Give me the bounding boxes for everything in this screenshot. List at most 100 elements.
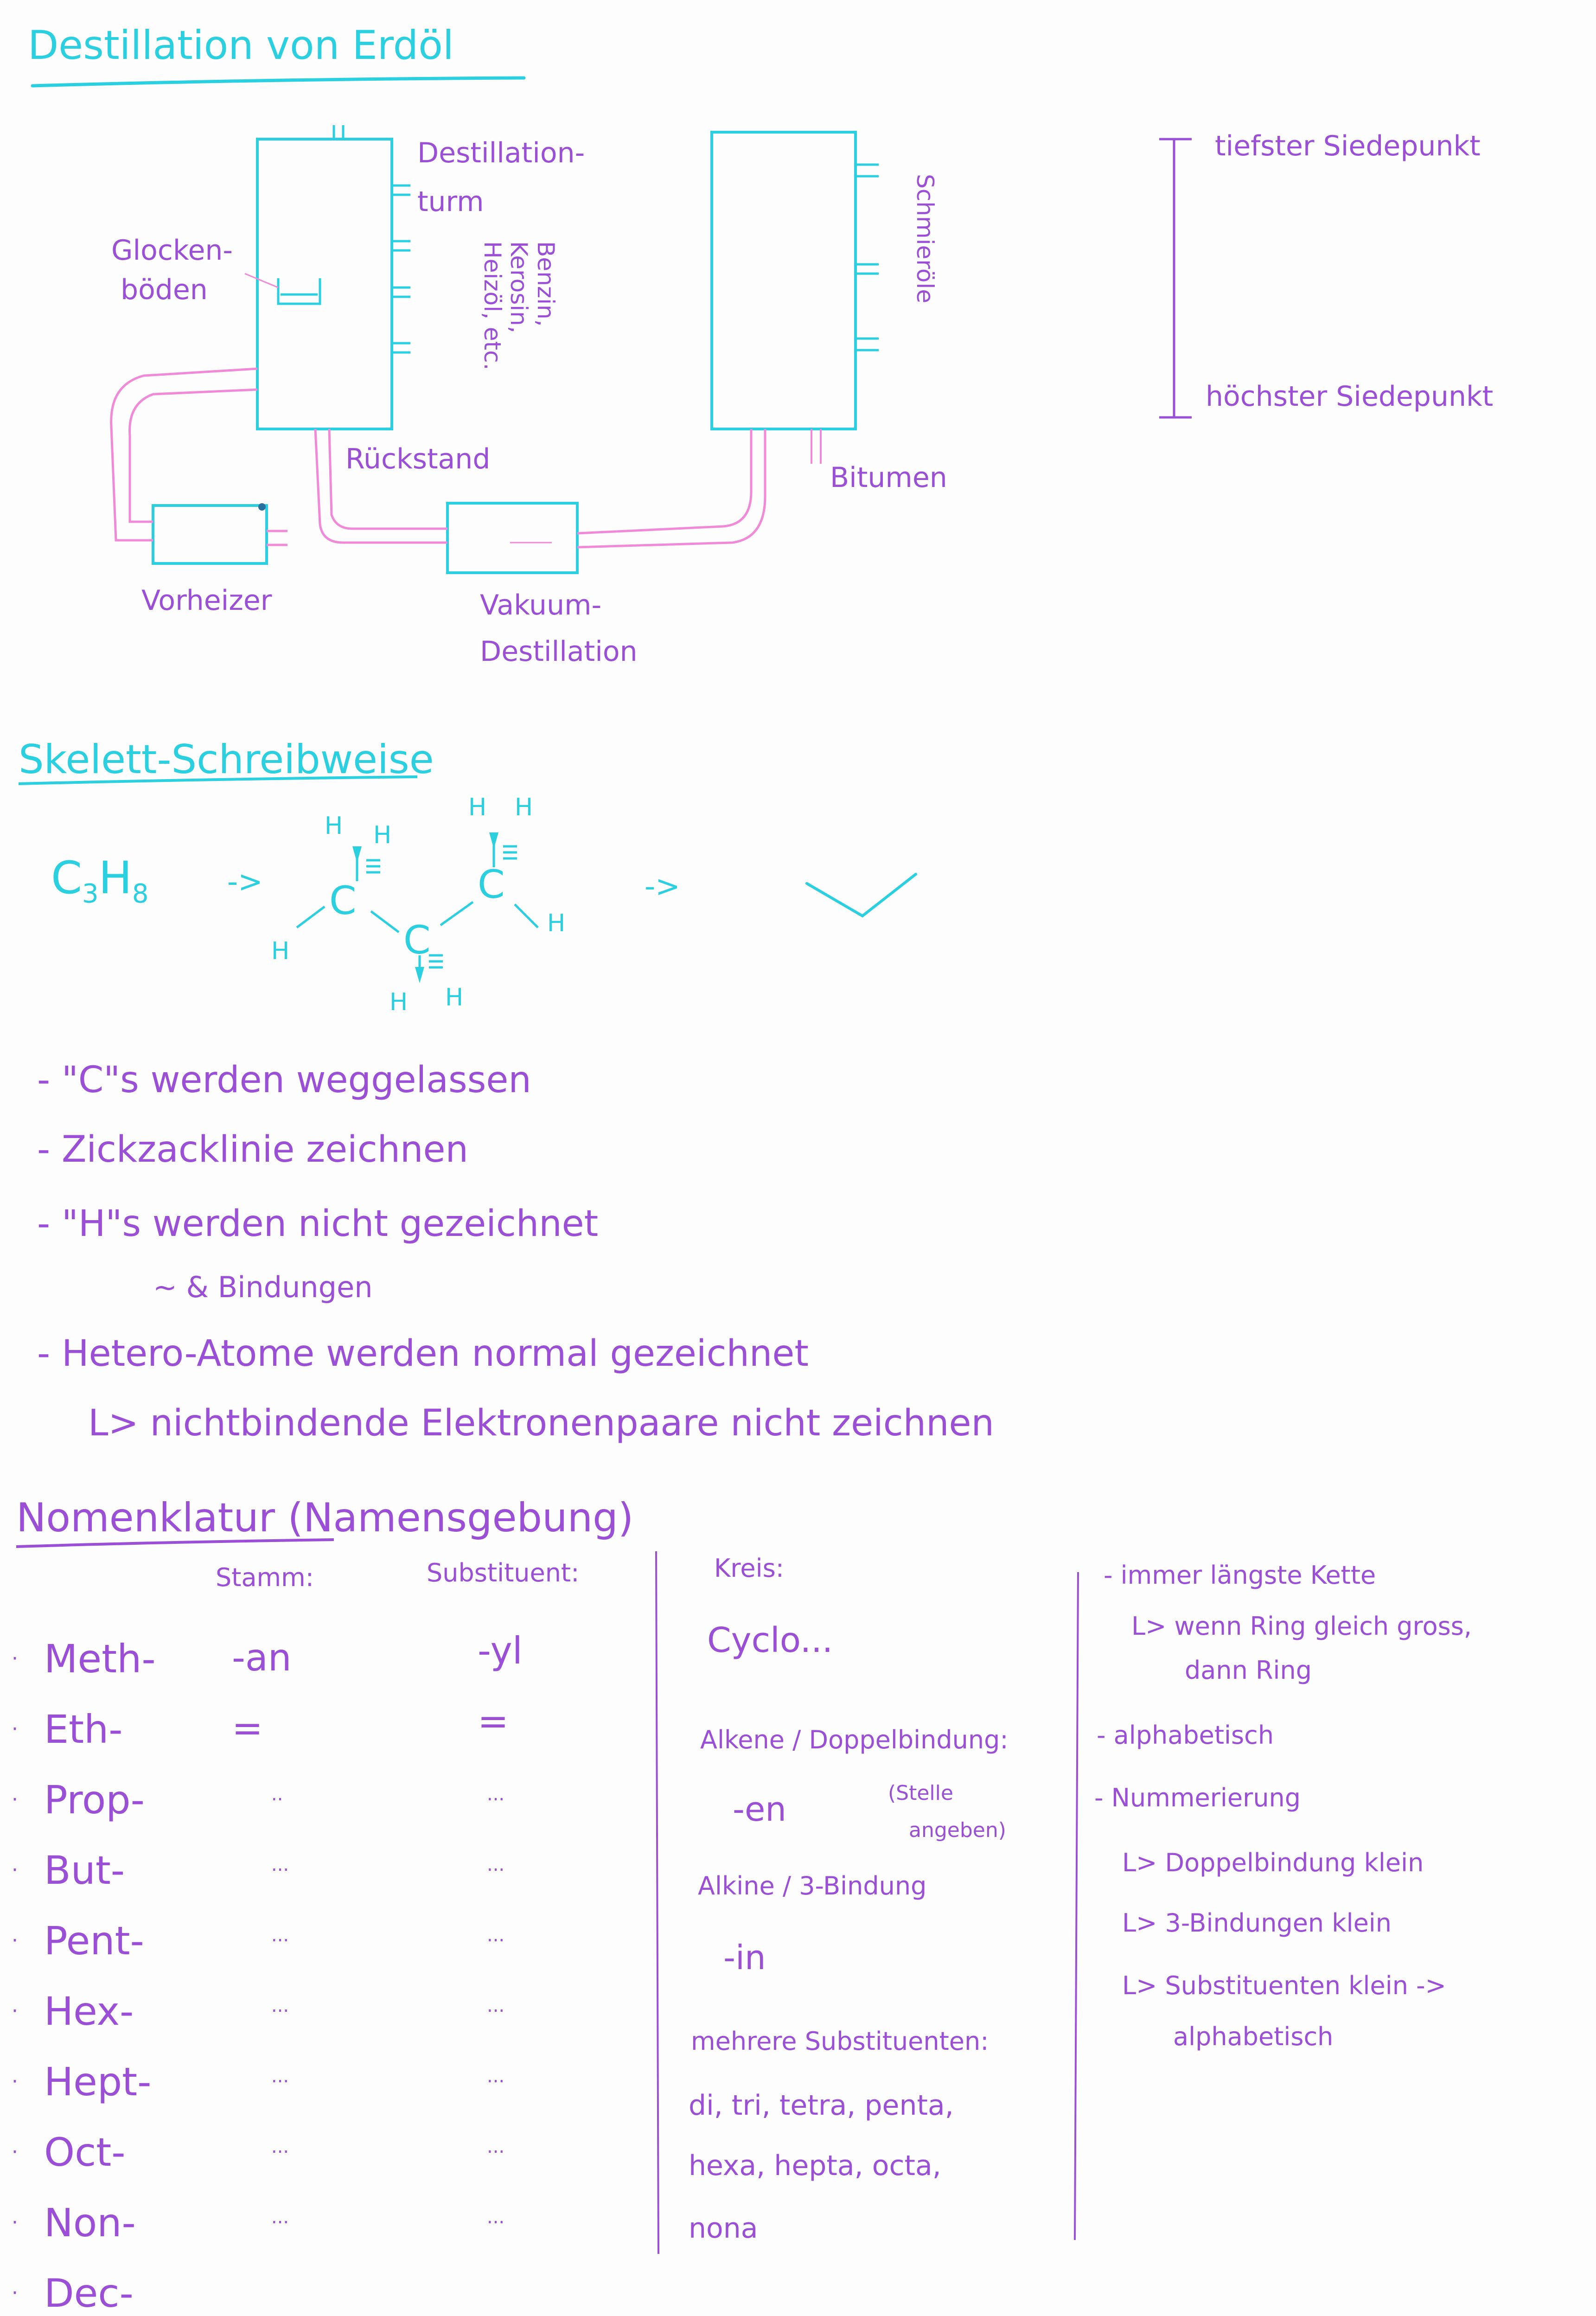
title-underline-nomenclature xyxy=(16,1538,334,1548)
row-bullet: · xyxy=(12,2140,18,2164)
diagram-drawings xyxy=(16,76,1192,2254)
row-suffix: ... xyxy=(271,1925,289,1946)
row-stem: Oct- xyxy=(44,2130,126,2175)
column-divider-1 xyxy=(655,1551,659,2254)
column-divider-2 xyxy=(1074,1572,1079,2240)
atom-c-2: C xyxy=(403,917,431,963)
row-stem: Hex- xyxy=(44,1989,134,2034)
row-substituent: ... xyxy=(487,1925,505,1946)
ring-value: Cyclo... xyxy=(707,1620,833,1660)
alkene-value: -en xyxy=(733,1790,786,1829)
multi-prefixes-line2: hexa, hepta, octa, xyxy=(689,2150,941,2182)
bubble-cap-tray xyxy=(277,278,321,305)
row-suffix: ... xyxy=(271,1995,289,2016)
alkyne-value: -in xyxy=(723,1938,766,1977)
rule-5: - Nummerierung xyxy=(1094,1783,1301,1812)
header-stem: Stamm: xyxy=(216,1563,314,1592)
skeleton-note-6: L> nichtbindende Elektronenpaare nicht z… xyxy=(88,1402,994,1444)
row-bullet: · xyxy=(12,2070,18,2093)
distillation-tower xyxy=(256,138,393,430)
atom-h-2: H xyxy=(373,821,392,849)
notebook-page: Destillation von Erdöl Destillation- tur… xyxy=(12,22,1493,2313)
tower-label-line1: Destillation- xyxy=(417,137,585,169)
atom-h-5: H xyxy=(515,793,533,821)
alkene-note-line1: (Stelle xyxy=(888,1781,953,1805)
rule-9: alphabetisch xyxy=(1173,2022,1334,2051)
row-suffix: ... xyxy=(271,2207,289,2228)
bells-label-line2: böden xyxy=(121,274,208,306)
atom-h-3: H xyxy=(271,937,290,965)
row-substituent: ... xyxy=(487,2136,505,2157)
title-underline-distillation xyxy=(31,76,526,88)
row-bullet: · xyxy=(12,1929,18,1952)
vacuum-label-line2: Destillation xyxy=(480,635,638,668)
row-suffix: ... xyxy=(271,1854,289,1875)
preheater-box xyxy=(152,504,268,565)
alkene-note-line2: angeben) xyxy=(909,1818,1006,1842)
row-stem: Meth- xyxy=(44,1636,156,1682)
scale-top-label: tiefster Siedepunkt xyxy=(1215,130,1481,162)
row-stem: Prop- xyxy=(44,1777,145,1823)
atom-c-3: C xyxy=(478,862,505,907)
row-suffix: ... xyxy=(271,2136,289,2157)
atom-h-7: H xyxy=(389,988,408,1016)
row-substituent: -yl xyxy=(478,1629,523,1672)
row-bullet: · xyxy=(12,2281,18,2305)
title-underline-skeleton xyxy=(18,775,418,785)
boiling-scale xyxy=(1159,138,1192,419)
atom-h-6: H xyxy=(547,909,566,937)
alkyne-header: Alkine / 3-Bindung xyxy=(698,1871,927,1900)
row-substituent: ... xyxy=(487,2066,505,2087)
reaction-arrow-2: -> xyxy=(645,870,680,904)
alkene-header: Alkene / Doppelbindung: xyxy=(700,1725,1009,1754)
section-title-distillation: Destillation von Erdöl xyxy=(28,22,454,69)
row-substituent: ... xyxy=(487,2207,505,2228)
skeleton-note-2: - Zickzacklinie zeichnen xyxy=(37,1129,468,1171)
row-stem: Pent- xyxy=(44,1918,144,1964)
atom-h-1: H xyxy=(325,812,343,840)
bitumen-label: Bitumen xyxy=(830,461,947,494)
rule-2: L> wenn Ring gleich gross, xyxy=(1131,1612,1472,1641)
row-substituent: ... xyxy=(487,1995,505,2016)
residue-label: Rückstand xyxy=(345,443,491,475)
vacuum-outlet-ticks xyxy=(855,163,879,352)
row-suffix: .. xyxy=(271,1784,283,1805)
skeleton-note-4: ~ & Bindungen xyxy=(153,1270,373,1304)
skeleton-note-5: - Hetero-Atome werden normal gezeichnet xyxy=(37,1333,809,1375)
rule-7: L> 3-Bindungen klein xyxy=(1122,1908,1392,1938)
row-bullet: · xyxy=(12,1788,18,1811)
skeleton-zigzag xyxy=(805,873,917,918)
section-title-nomenclature: Nomenklatur (Namensgebung) xyxy=(16,1495,634,1541)
row-stem: Dec- xyxy=(44,2271,134,2316)
bells-label-line1: Glocken- xyxy=(111,234,233,267)
atom-c-1: C xyxy=(329,878,357,923)
header-substituent: Substituent: xyxy=(427,1558,580,1587)
atom-h-8: H xyxy=(445,984,464,1011)
multi-prefixes-line1: di, tri, tetra, penta, xyxy=(689,2089,954,2122)
vacuum-label-line1: Vakuum- xyxy=(480,589,602,621)
rule-4: - alphabetisch xyxy=(1097,1721,1274,1750)
row-bullet: · xyxy=(12,1717,18,1741)
multi-header: mehrere Substituenten: xyxy=(691,2027,989,2056)
lubricant-label: Schmieröle xyxy=(912,174,938,303)
rule-8: L> Substituenten klein -> xyxy=(1122,1971,1446,2000)
bitumen-outlet xyxy=(811,429,822,464)
row-bullet: · xyxy=(12,1647,18,1670)
row-suffix: = xyxy=(232,1707,263,1750)
products-label: Benzin, Kerosin, Heizöl, etc. xyxy=(479,241,559,371)
formula-propane: C3H8 xyxy=(51,852,149,909)
preheater-label: Vorheizer xyxy=(141,584,272,617)
row-bullet: · xyxy=(12,1999,18,2023)
skeleton-note-1: - "C"s werden weggelassen xyxy=(37,1059,531,1101)
tower-outlet-ticks xyxy=(392,184,410,354)
rule-6: L> Doppelbindung klein xyxy=(1122,1848,1424,1877)
row-stem: Eth- xyxy=(44,1707,123,1752)
row-bullet: · xyxy=(12,1858,18,1882)
row-substituent: ... xyxy=(487,1854,505,1875)
section-title-skeleton: Skelett-Schreibweise xyxy=(19,736,434,783)
skeleton-note-3: - "H"s werden nicht gezeichnet xyxy=(37,1203,599,1245)
row-stem: But- xyxy=(44,1848,125,1893)
row-substituent: ... xyxy=(487,1784,505,1805)
vacuum-tower xyxy=(710,131,857,430)
rule-3: dann Ring xyxy=(1185,1656,1312,1685)
